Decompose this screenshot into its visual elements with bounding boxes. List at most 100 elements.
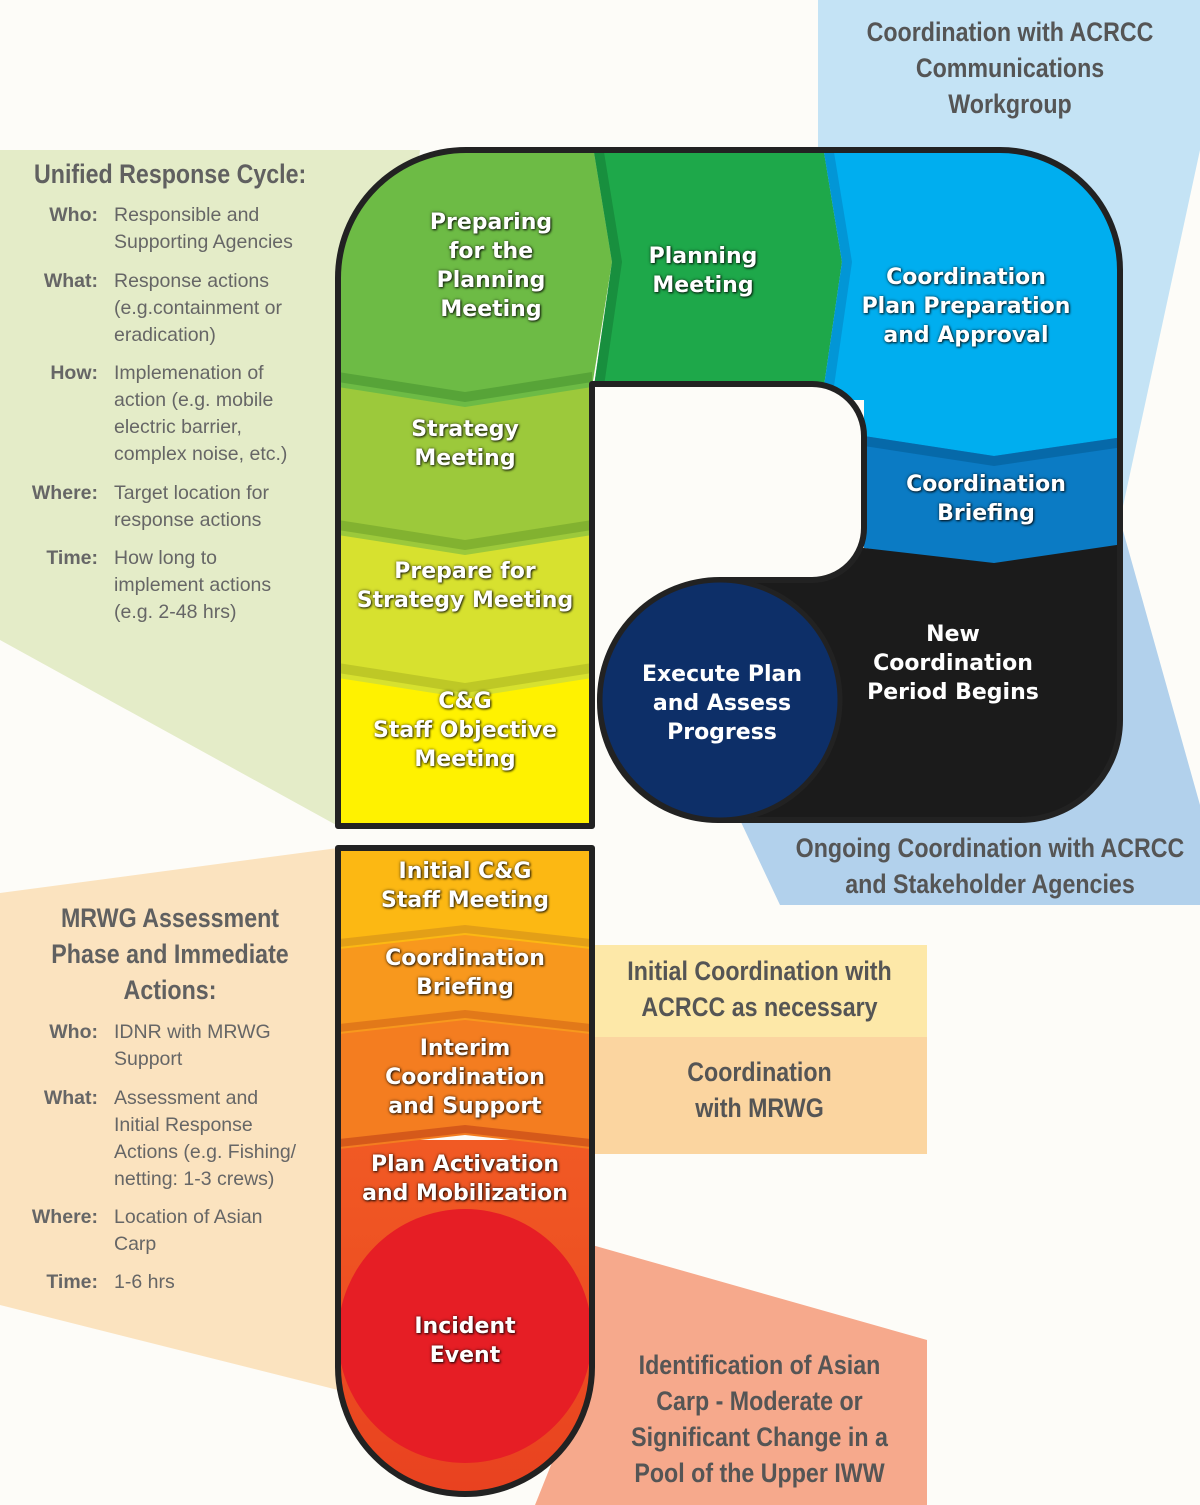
- step-line: Meeting: [652, 273, 754, 298]
- step-coordination-briefing-lower: Coordination Briefing: [345, 944, 585, 1002]
- row-label: Where:: [31, 1206, 98, 1228]
- row-value-line: (e.g. 2-48 hrs): [114, 601, 237, 623]
- mrwg-coordination-callout: Coordination with MRWG: [615, 1054, 903, 1126]
- step-line: Meeting: [414, 446, 516, 471]
- step-line: and Mobilization: [362, 1181, 568, 1206]
- incident-circle: [338, 1209, 592, 1463]
- row-value-line: response actions: [114, 509, 262, 531]
- row-value-line: Location of Asian: [114, 1206, 263, 1228]
- identification-line: Identification of Asian: [638, 1350, 881, 1380]
- step-line: Planning: [436, 268, 546, 293]
- segment-prepare-strategy: [338, 520, 592, 698]
- step-line: Planning: [648, 244, 758, 269]
- row-label: Who:: [49, 204, 98, 226]
- step-line: Prepare for: [394, 559, 536, 584]
- row-value-line: netting: 1-3 crews): [114, 1168, 275, 1190]
- row-label: What:: [43, 270, 98, 292]
- step-line: Coordination: [906, 472, 1066, 497]
- top-callout-line: Communications: [915, 53, 1105, 83]
- ongoing-callout: Ongoing Coordination with ACRCC and Stak…: [792, 830, 1188, 902]
- step-line: Incident: [414, 1314, 516, 1339]
- ongoing-callout-line: and Stakeholder Agencies: [845, 869, 1135, 899]
- row-value-line: Actions (e.g. Fishing/: [114, 1141, 297, 1163]
- identification-line: Carp - Moderate or: [656, 1386, 863, 1416]
- top-callout-line: Workgroup: [948, 89, 1072, 119]
- step-prepare-strategy-meeting: Prepare for Strategy Meeting: [345, 557, 585, 615]
- segment-coord-briefing-high: [864, 436, 1120, 568]
- row-label: Where:: [31, 482, 98, 504]
- mrwg-title-line: Phase and Immediate: [51, 939, 289, 969]
- row-value-line: complex noise, etc.): [114, 443, 288, 465]
- step-interim-coordination: Interim Coordination and Support: [345, 1034, 585, 1121]
- step-new-coordination-period: New Coordination Period Begins: [842, 620, 1064, 707]
- row-value-line: Responsible and: [114, 204, 260, 226]
- segment-coord-plan: [822, 150, 1120, 462]
- step-execute-plan: Execute Plan and Assess Progress: [612, 660, 832, 747]
- step-plan-activation: Plan Activation and Mobilization: [345, 1150, 585, 1208]
- lower-band-3: [338, 1125, 592, 1148]
- segment-strategy: [338, 372, 592, 555]
- row-value-line: eradication): [114, 324, 216, 346]
- step-planning-meeting: Planning Meeting: [602, 242, 804, 300]
- step-line: Progress: [667, 720, 777, 745]
- step-line: Execute Plan: [641, 662, 803, 687]
- orange-box: [592, 1037, 927, 1154]
- mrwg-title-line: MRWG Assessment: [60, 903, 280, 933]
- step-line: Briefing: [416, 975, 514, 1000]
- row-label: How:: [50, 362, 98, 384]
- step-line: and Assess: [652, 691, 792, 716]
- mrwg-callout-line: with MRWG: [695, 1093, 824, 1123]
- red-box: [535, 1245, 927, 1505]
- step-line: Meeting: [414, 747, 516, 772]
- step-line: Event: [429, 1343, 501, 1368]
- mrwg-callout-line: Coordination: [687, 1057, 832, 1087]
- band-shadow-2: [338, 520, 592, 550]
- yellow-box: [592, 945, 927, 1037]
- row-value-line: Response actions: [114, 270, 270, 292]
- mrwg-panel-title: MRWG Assessment Phase and Immediate Acti…: [24, 900, 316, 1008]
- top-callout: Coordination with ACRCC Communications W…: [864, 14, 1156, 122]
- row-value-line: Assessment and: [114, 1087, 259, 1109]
- ongoing-callout-line: Ongoing Coordination with ACRCC: [795, 833, 1185, 863]
- step-line: and Support: [388, 1094, 542, 1119]
- row-value-line: Target location for: [114, 482, 270, 504]
- step-line: Preparing: [429, 210, 553, 235]
- lower-band-2: [338, 1010, 592, 1033]
- segment-cg-objective: [338, 663, 592, 826]
- step-line: C&G: [438, 689, 492, 714]
- step-line: Meeting: [440, 297, 542, 322]
- step-line: Period Begins: [867, 680, 1039, 705]
- band-shadow-3: [338, 372, 592, 402]
- top-callout-line: Coordination with ACRCC: [866, 17, 1154, 47]
- row-value-line: implement actions: [114, 574, 272, 596]
- step-line: Interim: [419, 1036, 511, 1061]
- step-line: Strategy: [411, 417, 519, 442]
- row-value-line: electric barrier,: [114, 416, 242, 438]
- segment-preparing-planning: [338, 150, 612, 407]
- step-line: and Approval: [883, 323, 1049, 348]
- initial-callout-line: Initial Coordination with: [627, 956, 892, 986]
- mrwg-title-line: Actions:: [123, 975, 217, 1005]
- row-value-line: Implemenation of: [114, 362, 264, 384]
- initial-callout-line: ACRCC as necessary: [641, 992, 878, 1022]
- identification-line: Pool of the Upper IWW: [634, 1458, 885, 1488]
- identification-callout: Identification of Asian Carp - Moderate …: [615, 1347, 903, 1491]
- band-shadow-4: [592, 150, 622, 400]
- row-value-line: 1-6 hrs: [114, 1271, 175, 1293]
- unified-panel-title: Unified Response Cycle:: [34, 159, 307, 189]
- step-line: New: [926, 622, 980, 647]
- lower-band-1: [338, 925, 592, 948]
- step-initial-cg-staff: Initial C&G Staff Meeting: [345, 857, 585, 915]
- step-line: for the: [448, 239, 534, 264]
- step-preparing-planning-meeting: Preparing for the Planning Meeting: [380, 208, 602, 324]
- initial-coordination-callout: Initial Coordination with ACRCC as neces…: [615, 953, 903, 1025]
- row-value-line: IDNR with MRWG: [114, 1021, 271, 1043]
- segment-coord-briefing-low: [338, 925, 592, 1035]
- identification-line: Significant Change in a: [631, 1422, 888, 1452]
- step-line: Coordination: [886, 265, 1046, 290]
- step-cg-staff-objective: C&G Staff Objective Meeting: [345, 687, 585, 774]
- row-value-line: (e.g.containment or: [114, 297, 283, 319]
- step-line: Coordination: [873, 651, 1033, 676]
- step-line: Plan Activation: [371, 1152, 559, 1177]
